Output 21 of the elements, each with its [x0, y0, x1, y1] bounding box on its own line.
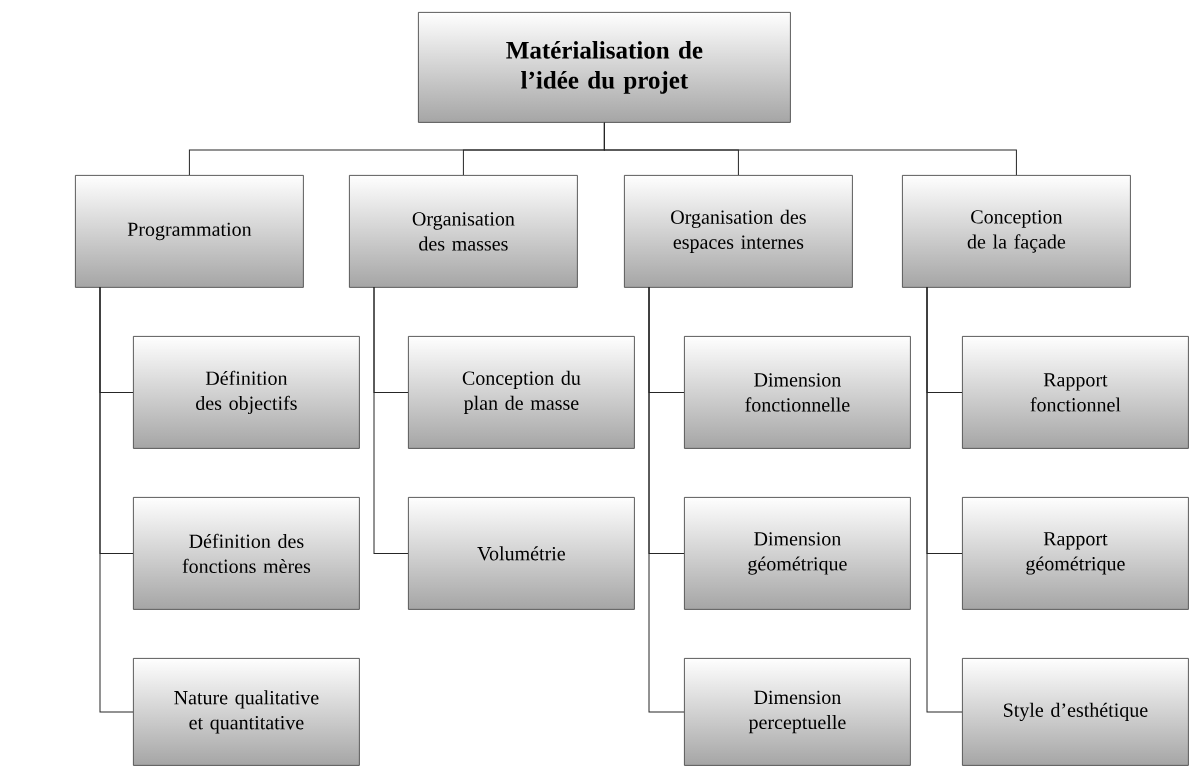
- topic-box: Programmation: [75, 175, 304, 288]
- topic-box: Volumétrie: [408, 497, 635, 610]
- topic-box: Dimension fonctionnelle: [684, 336, 911, 449]
- connector-line: [99, 286, 134, 713]
- topic-box: Définition des objectifs: [133, 336, 360, 449]
- topic-box: Dimension perceptuelle: [684, 658, 911, 766]
- topic-box: Définition des fonctions mères: [133, 497, 360, 610]
- topic-box: Conception du plan de masse: [408, 336, 635, 449]
- topic-box: Organisation des masses: [349, 175, 578, 288]
- topic-box: Rapport géométrique: [962, 497, 1189, 610]
- topic-box: Dimension géométrique: [684, 497, 911, 610]
- topic-box: Style d’esthétique: [962, 658, 1189, 766]
- connector-line: [648, 286, 685, 713]
- title-box: Matérialisation de l’idée du projet: [418, 12, 791, 123]
- connector-line: [373, 286, 409, 554]
- topic-box: Conception de la façade: [902, 175, 1131, 288]
- topic-box: Rapport fonctionnel: [962, 336, 1189, 449]
- topic-box: Organisation des espaces internes: [624, 175, 853, 288]
- connector-line: [926, 286, 963, 713]
- topic-box: Nature qualitative et quantitative: [133, 658, 360, 766]
- connector-line: [603, 122, 1017, 176]
